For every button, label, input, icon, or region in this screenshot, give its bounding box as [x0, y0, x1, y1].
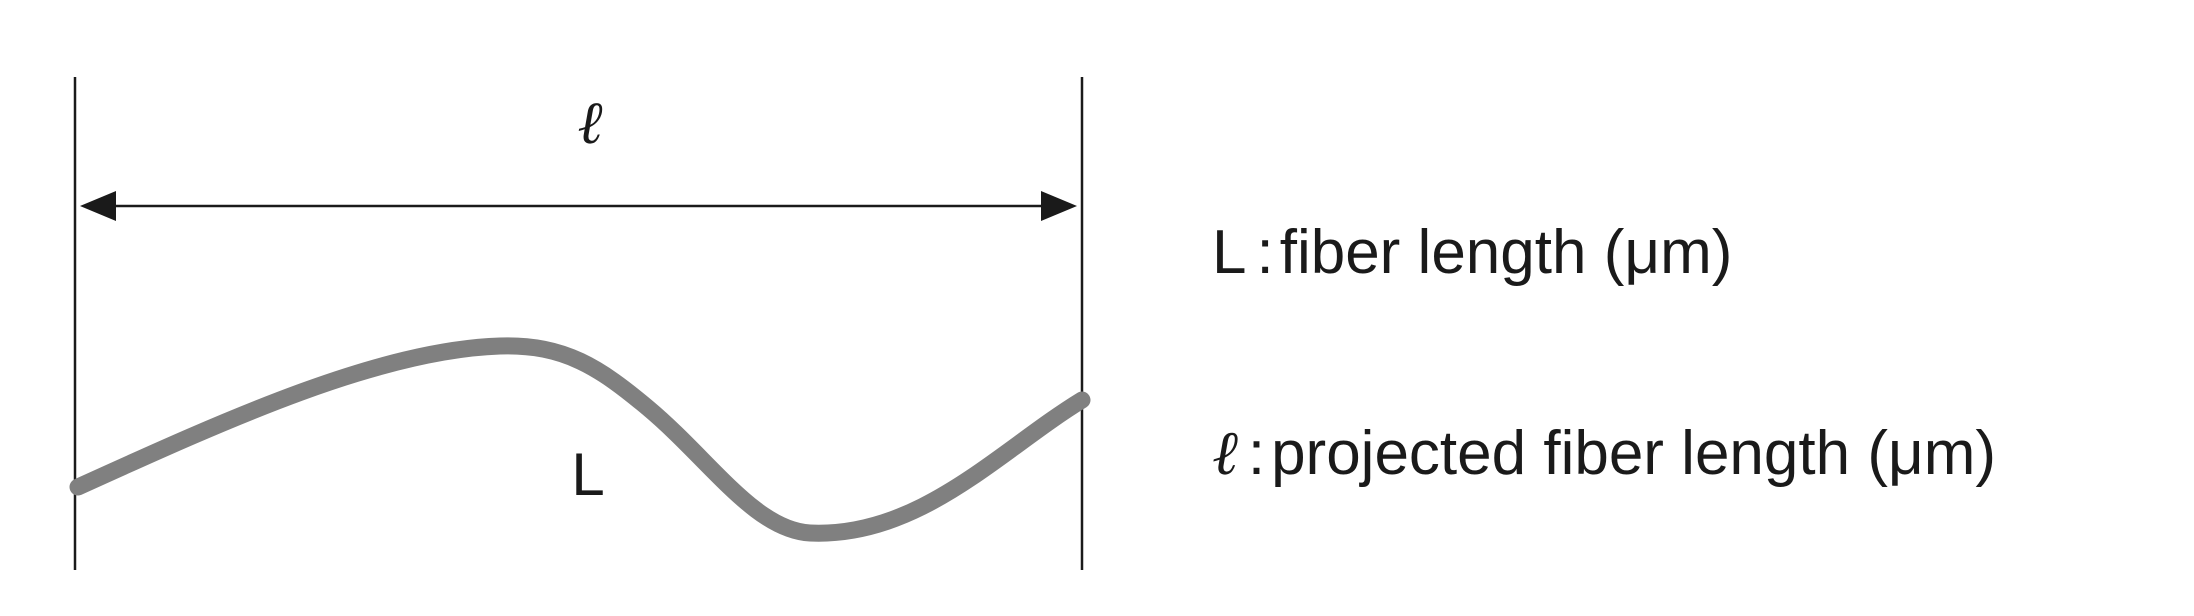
dimension-arrow	[80, 191, 1077, 221]
fiber-curve	[69, 337, 1091, 542]
legend-item-fiber-length: L : fiber length (μm)	[1212, 222, 1732, 284]
legend-separator: :	[1256, 218, 1274, 287]
projected-length-symbol: ℓ	[578, 88, 603, 158]
legend-separator: :	[1247, 419, 1266, 488]
arrowhead-left	[80, 191, 116, 221]
legend-symbol: ℓ	[1212, 416, 1238, 489]
arrowhead-right	[1041, 191, 1077, 221]
legend-description: projected fiber length (μm)	[1271, 419, 1996, 488]
legend-symbol: L	[1212, 218, 1247, 287]
legend-description: fiber length (μm)	[1279, 218, 1733, 287]
fiber-curve-label: L	[571, 441, 604, 508]
legend-item-projected-length: ℓ : projected fiber length (μm)	[1212, 422, 1996, 485]
